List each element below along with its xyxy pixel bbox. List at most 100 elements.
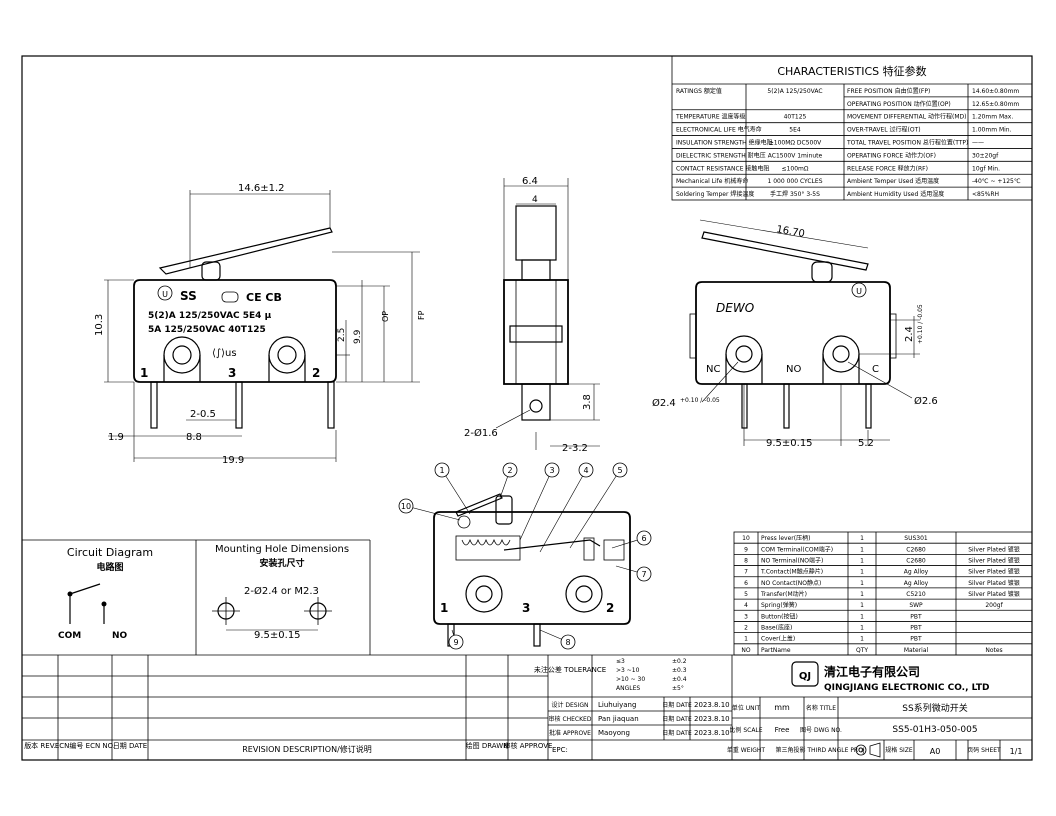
- callout-label: 8: [565, 638, 570, 647]
- sheet-value: 1/1: [1010, 747, 1023, 756]
- bom-note: 200gf: [985, 602, 1003, 609]
- dim-op: OP: [381, 311, 390, 322]
- size-value: A0: [930, 747, 941, 756]
- callout-balloon: [434, 462, 450, 478]
- weight-label: 单重 WEIGHT: [727, 746, 766, 754]
- label-c: C: [872, 364, 879, 375]
- bom-material: C2680: [906, 546, 926, 553]
- char-value-2: <85%RH: [972, 191, 999, 198]
- bom-name: Transfer(M动片): [760, 590, 807, 598]
- char-label: Mechanical Life 机械寿命: [676, 177, 748, 185]
- char-value-2: 14.60±0.80mm: [972, 88, 1019, 95]
- char-value: 手工焊 350° 3-5S: [770, 190, 820, 198]
- dim-hole-left-tol: +0.10 / -0.05: [680, 397, 720, 404]
- char-value-2: 10gf Min.: [972, 165, 1000, 172]
- callout-balloon: [502, 462, 518, 478]
- bom-qty: 1: [860, 613, 864, 620]
- section-pin-3: 3: [522, 601, 530, 615]
- bom-material: SWP: [909, 602, 923, 609]
- circuit-no: NO: [112, 631, 128, 641]
- bom-name: Button(按钮): [761, 612, 798, 620]
- rev-label: 版本 REV.: [24, 741, 56, 750]
- char-label: DIELECTRIC STRENGTH 耐电压: [676, 151, 766, 159]
- callout-label: 5: [617, 466, 622, 475]
- dim-5-2: 5.2: [858, 438, 874, 449]
- checked-label: 审核 CHECKED: [549, 715, 592, 723]
- svg-text:⟨∫⟩us: ⟨∫⟩us: [212, 348, 237, 359]
- company-logo: [791, 661, 819, 687]
- char-label-2: Ambient Temper Used 适用温度: [847, 177, 939, 185]
- tol-value: ±0.4: [672, 676, 687, 683]
- back-view: U DEWO NC NO C 16.70 2.4 +0.10 / -0.05 Ø…: [652, 219, 938, 449]
- bom-no: 10: [742, 535, 750, 542]
- section-pin-2: 2: [606, 601, 614, 615]
- bom-qty: 1: [860, 602, 864, 609]
- scale-value: Free: [775, 726, 790, 734]
- tol-range: ANGLES: [616, 685, 640, 692]
- front-pin-3: 3: [228, 366, 236, 380]
- bom-no: NO: [741, 647, 750, 654]
- bom-material: Material: [904, 647, 929, 654]
- char-label-2: RELEASE FORCE 释放力(RF): [847, 164, 928, 172]
- tol-range: ≤3: [616, 658, 625, 665]
- design-name: Liuhuiyang: [598, 701, 636, 709]
- bom-no: 9: [744, 546, 748, 553]
- approved-label: 审核 APPROVE: [504, 741, 553, 750]
- bom-material: C2680: [906, 557, 926, 564]
- char-value: ≤100mΩ: [782, 165, 809, 172]
- char-label-2: OPERATING FORCE 动作力(OF): [847, 151, 936, 159]
- callout-balloon: [636, 566, 652, 582]
- callout-label: 4: [583, 466, 588, 475]
- bom-qty: 1: [860, 557, 864, 564]
- circuit-mount-panel: Circuit Diagram 电路图 COM NO Mounting Hole…: [22, 539, 371, 655]
- bom-qty: 1: [860, 625, 864, 632]
- bom-qty: QTY: [856, 647, 868, 654]
- title-value: SS系列微动开关: [902, 702, 967, 714]
- bom-material: SUS301: [904, 535, 928, 542]
- approve-label: 批准 APPROVE: [549, 729, 591, 737]
- svg-text:U: U: [856, 287, 862, 296]
- char-label-2: TOTAL TRAVEL POSITION 总行程位置(TTP): [846, 139, 968, 147]
- front-brand: SS: [180, 289, 197, 303]
- dim-hole-left: Ø2.4: [652, 397, 676, 409]
- char-value-2: 1.20mm Max.: [972, 114, 1013, 121]
- bom-note: Silver Plated 镀银: [968, 579, 1019, 587]
- char-value-2: 1.00mm Min.: [972, 127, 1012, 134]
- epc-label: EPC:: [552, 746, 568, 754]
- char-value: 1 000 000 CYCLES: [768, 178, 823, 185]
- section-pin-1: 1: [440, 601, 448, 615]
- bom-no: 8: [744, 557, 748, 564]
- date-3: 2023.8.10: [694, 729, 730, 737]
- dwg-label: 图号 DWG NO.: [800, 727, 842, 734]
- char-value: ≥100MΩ DC500V: [769, 140, 822, 147]
- characteristics-title: CHARACTERISTICS 特征参数: [777, 64, 926, 78]
- dim-width: 14.6±1.2: [238, 183, 285, 194]
- design-label: 设计 DESIGN: [551, 701, 588, 709]
- bom-qty: 1: [860, 535, 864, 542]
- char-value-2: ——: [972, 140, 984, 147]
- callout-label: 9: [453, 638, 458, 647]
- callout-balloon: [612, 462, 628, 478]
- dim-8-8: 8.8: [186, 432, 202, 443]
- callout-label: 6: [641, 534, 646, 543]
- dim-height: 10.3: [94, 314, 105, 336]
- bom-no: 4: [744, 602, 748, 609]
- projection-icon: [855, 742, 881, 758]
- drawn-label: 绘图 DRAWN: [466, 741, 509, 750]
- scale-label: 比例 SCALE: [729, 726, 762, 734]
- svg-text:QJ: QJ: [799, 671, 811, 682]
- char-value-2: 12.65±0.80mm: [972, 101, 1019, 108]
- ecn-label: ECN编号 ECN NO.: [55, 741, 115, 750]
- date-1: 2023.8.10: [694, 701, 730, 709]
- char-label-2: OVER-TRAVEL 过行程(OT): [847, 126, 921, 134]
- projection-label: 第三角投影 THIRD ANGLE PROJ.: [775, 746, 866, 754]
- dim-2-4-tol: +0.10 / -0.05: [917, 304, 924, 344]
- dim-1-9: 1.9: [108, 432, 124, 443]
- title-block: 版本 REV. ECN编号 ECN NO. 日期 DATE REVISION D…: [22, 654, 1032, 760]
- dim-total: 19.9: [222, 455, 244, 466]
- char-label-2: MOVEMENT DIFFERENTIAL 动作行程(MD): [847, 113, 967, 121]
- dim-hole-side: 2-Ø1.6: [464, 427, 498, 439]
- bom-note: Notes: [985, 647, 1002, 654]
